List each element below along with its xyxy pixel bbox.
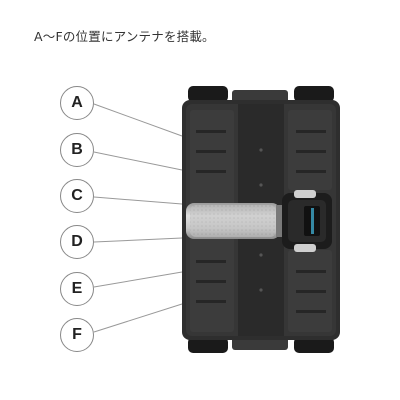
marker-f: F bbox=[60, 318, 94, 352]
marker-label-b: B bbox=[71, 141, 83, 158]
leader-line-e bbox=[93, 271, 183, 288]
sensor-module bbox=[282, 190, 332, 252]
leader-line-c bbox=[93, 196, 183, 205]
wheel-top-left bbox=[188, 86, 228, 102]
leader-line-f bbox=[93, 303, 183, 333]
wheel-bottom-left bbox=[188, 337, 228, 353]
marker-label-d: D bbox=[71, 233, 83, 250]
leader-line-a bbox=[93, 103, 183, 137]
leader-line-d bbox=[93, 237, 183, 243]
wheel-top-right bbox=[294, 86, 334, 102]
cylinder-payload bbox=[186, 203, 284, 239]
wheel-bottom-right bbox=[294, 337, 334, 353]
marker-e: E bbox=[60, 272, 94, 306]
marker-a: A bbox=[60, 86, 94, 120]
marker-d: D bbox=[60, 225, 94, 259]
marker-label-c: C bbox=[71, 187, 83, 204]
marker-label-a: A bbox=[71, 94, 83, 111]
leader-lines bbox=[93, 103, 183, 333]
marker-label-e: E bbox=[71, 280, 83, 297]
marker-b: B bbox=[60, 133, 94, 167]
leader-line-b bbox=[93, 151, 183, 171]
marker-c: C bbox=[60, 179, 94, 213]
marker-label-f: F bbox=[72, 326, 82, 343]
caption-text: A～Fの位置にアンテナを搭載。 bbox=[34, 29, 215, 44]
